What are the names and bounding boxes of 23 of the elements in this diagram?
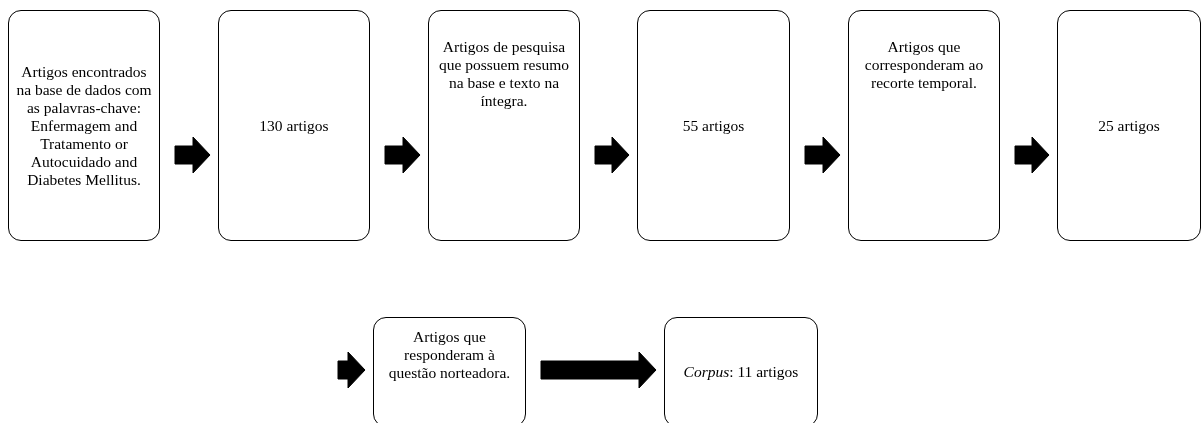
process-box xyxy=(373,317,526,423)
box-text: Artigos encontrados na base de dados com as palavras-chave: Enfermagem and Tratamento or Autocuidado and Diabetes Mellitus. xyxy=(15,62,153,189)
arrow xyxy=(804,136,841,174)
process-box xyxy=(218,10,370,241)
arrow xyxy=(337,351,366,389)
process-box xyxy=(1057,10,1201,241)
box-text: Artigos de pesquisa que possuem resumo na base e texto na íntegra. xyxy=(438,38,570,110)
process-box xyxy=(848,10,1000,241)
box-text: Artigos que corresponderam ao recorte temporal. xyxy=(863,38,985,92)
arrow xyxy=(1014,136,1050,174)
process-box xyxy=(8,10,160,241)
box-text: 130 artigos xyxy=(259,116,329,135)
process-box xyxy=(664,317,818,423)
box-text: 25 artigos xyxy=(1098,116,1160,135)
process-box xyxy=(428,10,580,241)
box-text: 55 artigos xyxy=(682,116,745,135)
arrow xyxy=(594,136,630,174)
box-text: Artigos que responderam à questão norteadora. xyxy=(387,328,512,382)
arrow xyxy=(174,136,211,174)
box-text: Corpus: 11 artigos xyxy=(683,363,799,381)
process-box xyxy=(637,10,790,241)
arrow xyxy=(384,136,421,174)
arrow xyxy=(540,351,657,389)
